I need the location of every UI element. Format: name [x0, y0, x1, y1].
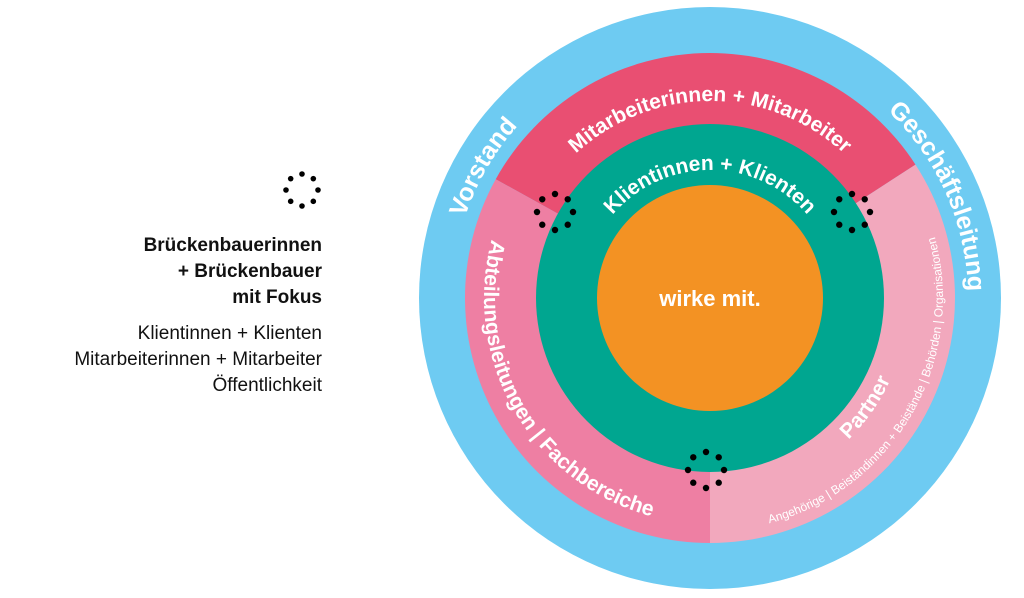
dot	[569, 208, 577, 216]
legend-item: Mitarbeiterinnen + Mitarbeiter	[74, 349, 322, 370]
dot	[684, 466, 692, 474]
dot	[848, 190, 856, 198]
dot	[299, 171, 305, 177]
dot	[848, 226, 856, 234]
bridge-builder-dots-icon	[830, 190, 874, 234]
dot	[299, 203, 305, 209]
dot	[551, 190, 559, 198]
legend: Brückenbauerinnen + Brückenbauer mit Fok…	[74, 170, 322, 399]
dot	[720, 466, 728, 474]
dot	[830, 208, 838, 216]
dot	[715, 454, 722, 461]
dot	[539, 221, 546, 228]
dot	[861, 221, 868, 228]
legend-title: Brückenbauerinnen + Brückenbauer mit Fok…	[74, 233, 322, 311]
dot	[539, 196, 546, 203]
legend-title-line: + Brückenbauer	[177, 261, 322, 282]
dot	[564, 196, 571, 203]
dot	[690, 454, 697, 461]
dot	[702, 484, 710, 492]
dot	[866, 208, 874, 216]
legend-title-line: mit Fokus	[232, 287, 322, 308]
dot	[861, 196, 868, 203]
dot	[836, 196, 843, 203]
legend-title-line: Brückenbauerinnen	[143, 235, 322, 256]
bridge-builder-dots-icon	[684, 448, 728, 492]
dot	[310, 198, 317, 205]
dot	[315, 187, 321, 193]
dot	[690, 479, 697, 486]
center-label: wirke mit.	[658, 286, 760, 311]
dot	[836, 221, 843, 228]
legend-item: Öffentlichkeit	[212, 375, 322, 396]
dot	[564, 221, 571, 228]
dot	[715, 479, 722, 486]
dot	[551, 226, 559, 234]
bridge-builder-dots-icon	[533, 190, 577, 234]
dot	[283, 187, 289, 193]
dot	[702, 448, 710, 456]
dot	[533, 208, 541, 216]
center-circle	[597, 185, 823, 411]
dot	[310, 175, 317, 182]
legend-item: Klientinnen + Klienten	[137, 323, 322, 344]
dot	[287, 198, 294, 205]
dotted-circle-icon	[283, 171, 321, 209]
dot	[287, 175, 294, 182]
